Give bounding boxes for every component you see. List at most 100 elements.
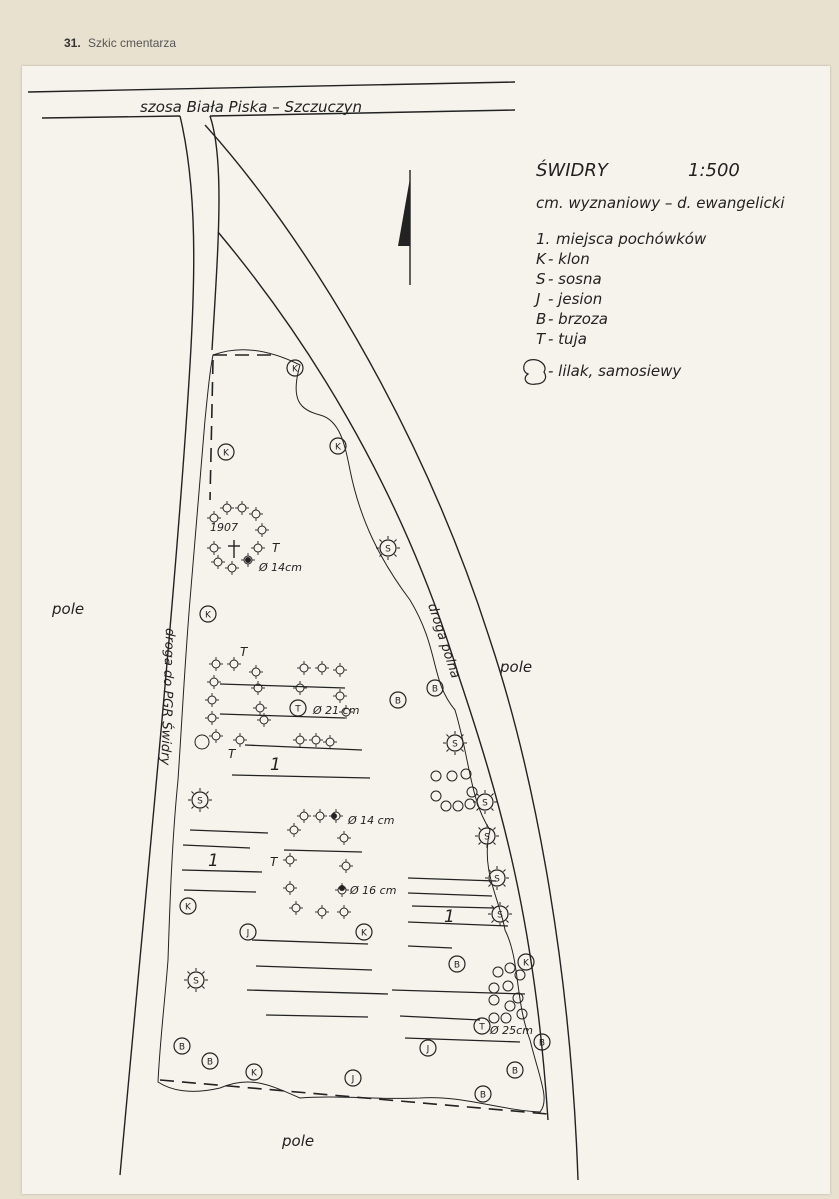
grave-marker-icon xyxy=(339,705,353,719)
grave-marker-icon xyxy=(297,809,311,823)
field-label-south: pole xyxy=(281,1132,314,1150)
legend-key-s: S xyxy=(536,270,546,288)
grave-marker-icon xyxy=(283,881,297,895)
bush-icon xyxy=(194,734,210,750)
legend-key-1: 1. xyxy=(536,230,550,248)
legend-key-j: J xyxy=(533,290,540,308)
tree-letter: T xyxy=(294,705,301,715)
grave-marker-icon xyxy=(293,681,307,695)
road-label: szosa Biała Piska – Szczuczyn xyxy=(140,98,362,116)
east-path xyxy=(204,124,579,1181)
bush-icon xyxy=(512,992,524,1004)
grave-marker-icon xyxy=(297,661,311,675)
bush-icon xyxy=(500,1012,512,1024)
brzoza-tree-icon: B xyxy=(506,1061,524,1079)
grave-marker-icon xyxy=(211,555,225,569)
legend-text-b: - brzoza xyxy=(548,310,608,328)
bush-icon xyxy=(440,800,452,812)
grave-marker-icon xyxy=(209,729,223,743)
page-title: Szkic cmentarza xyxy=(88,36,177,50)
grave-rows xyxy=(181,683,526,1043)
tree-letter: S xyxy=(484,833,490,843)
bush-icon xyxy=(514,969,526,981)
grave-marker-icon xyxy=(207,511,221,525)
grave-marker-icon xyxy=(287,823,301,837)
diameter-annotation: Ø 21 cm xyxy=(312,704,359,717)
measured-grave-icon xyxy=(245,557,251,563)
grave-marker-icon xyxy=(323,735,337,749)
sosna-tree-icon: S xyxy=(376,536,400,560)
tuja-tree-icon: T xyxy=(289,699,307,717)
bush-icon xyxy=(502,980,514,992)
grave-marker-icon xyxy=(235,501,249,515)
tuja-label: T xyxy=(272,541,281,555)
grave-markers xyxy=(205,501,353,919)
bush-icon xyxy=(504,1000,516,1012)
brzoza-tree-icon: B xyxy=(533,1033,551,1051)
grave-marker-icon xyxy=(220,501,234,515)
grave-marker-icon xyxy=(233,733,247,747)
grave-marker-icon xyxy=(315,905,329,919)
klon-tree-icon: K xyxy=(517,953,535,971)
field-label-west: pole xyxy=(51,600,84,618)
diameter-annotation: Ø 16 cm xyxy=(349,884,396,897)
grave-marker-icon xyxy=(257,713,271,727)
bush-icon xyxy=(430,790,442,802)
map-place: ŚWIDRY xyxy=(536,159,610,181)
tree-letter: S xyxy=(385,545,391,555)
bush-icon xyxy=(504,962,516,974)
tree-letter: B xyxy=(480,1091,486,1101)
diameter-annotation: Ø 25cm xyxy=(489,1024,533,1037)
klon-tree-icon: K xyxy=(217,443,235,461)
klon-tree-icon: K xyxy=(355,923,373,941)
legend-key-t: T xyxy=(536,330,547,348)
brzoza-tree-icon: B xyxy=(426,679,444,697)
klon-tree-icon: K xyxy=(329,437,347,455)
bush-icon xyxy=(516,1008,528,1020)
bush-icon xyxy=(488,1012,500,1024)
bush-icon xyxy=(460,768,472,780)
klon-tree-icon: K xyxy=(286,359,304,377)
lilak-outline xyxy=(157,349,545,1113)
grave-marker-icon xyxy=(205,693,219,707)
sosna-tree-icon: S xyxy=(488,902,512,926)
jesion-tree-icon: J xyxy=(239,923,257,941)
tree-letter: B xyxy=(179,1043,185,1053)
tree-letter: S xyxy=(497,911,503,921)
tree-letter: K xyxy=(205,611,212,621)
klon-tree-icon: K xyxy=(245,1063,263,1081)
diameter-annotation: Ø 14cm xyxy=(258,561,302,574)
tuja-label: T xyxy=(228,747,237,761)
grave-marker-icon xyxy=(207,541,221,555)
grave-area-label: 1 xyxy=(208,851,219,871)
tree-letter: J xyxy=(351,1075,355,1085)
sosna-tree-icon: S xyxy=(184,968,208,992)
grave-area-label: 1 xyxy=(270,755,281,775)
jesion-tree-icon: J xyxy=(344,1069,362,1087)
measured-grave-icon xyxy=(339,885,345,891)
lilak-bushes xyxy=(194,734,528,1024)
legend-text-j: - jesion xyxy=(548,290,602,308)
bush-icon xyxy=(492,966,504,978)
east-path-label: droga polna xyxy=(424,602,462,681)
tree-letter: B xyxy=(454,961,460,971)
brzoza-tree-icon: B xyxy=(201,1052,219,1070)
main-road xyxy=(27,81,516,119)
grave-marker-icon xyxy=(249,507,263,521)
grave-marker-icon xyxy=(313,809,327,823)
tree-letter: S xyxy=(452,740,458,750)
cemetery-boundary xyxy=(159,354,549,1115)
tree-letter: K xyxy=(185,903,192,913)
tree-letter: S xyxy=(193,977,199,987)
grave-marker-icon xyxy=(339,859,353,873)
grave-marker-icon xyxy=(337,831,351,845)
page-header: 31. Szkic cmentarza xyxy=(64,36,176,50)
legend-key-k: K xyxy=(536,250,547,268)
brzoza-tree-icon: B xyxy=(474,1085,492,1103)
sosna-tree-icon: S xyxy=(188,788,212,812)
grave-marker-icon xyxy=(309,733,323,747)
map-subtitle: cm. wyznaniowy – d. ewangelicki xyxy=(536,194,785,212)
brzoza-tree-icon: B xyxy=(448,955,466,973)
tree-letter: S xyxy=(494,875,500,885)
